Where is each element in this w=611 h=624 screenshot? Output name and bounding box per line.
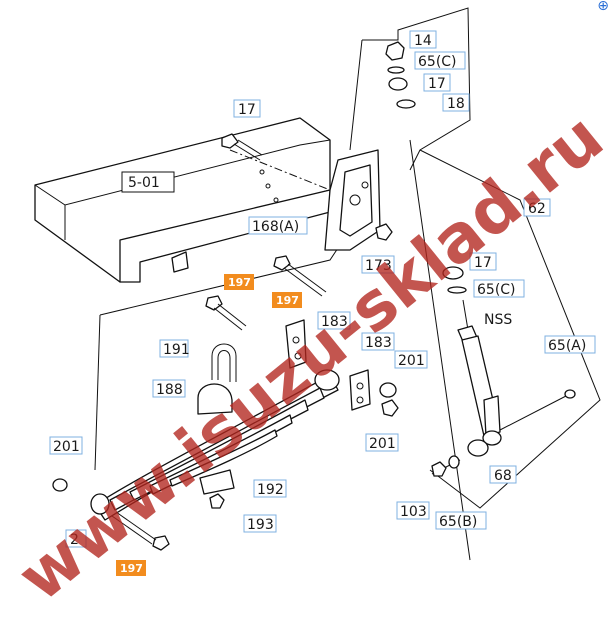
callout-192[interactable]: 192 (253, 479, 287, 498)
svg-text:62: 62 (528, 201, 546, 217)
shackle-bracket (324, 149, 381, 251)
svg-text:65(A): 65(A) (548, 338, 586, 354)
lower-fasteners (431, 455, 460, 477)
callout-201-left[interactable]: 201 (49, 436, 83, 455)
callout-5-01[interactable]: 5-01 (121, 171, 175, 193)
callout-201-lower[interactable]: 201 (365, 433, 399, 452)
hotspot-197-b[interactable]: 197 (272, 292, 302, 308)
svg-text:65(B): 65(B) (439, 514, 477, 530)
svg-text:192: 192 (257, 482, 284, 498)
bolt-top-left (221, 133, 263, 161)
shackle-plates (285, 319, 399, 417)
svg-text:201: 201 (369, 436, 396, 452)
hotspots: 197 197 197 (116, 274, 302, 576)
svg-text:65(C): 65(C) (477, 282, 516, 298)
callout-17-bolt[interactable]: 17 (233, 99, 261, 118)
washers (52, 478, 225, 509)
bolts-197 (111, 255, 327, 551)
callout-201-right[interactable]: 201 (394, 350, 428, 369)
u-bolt (197, 343, 237, 415)
callouts: 14 65(C) 17 18 17 5-01 168(A) 62 (49, 30, 596, 548)
nut-173 (375, 223, 393, 241)
callout-18[interactable]: 18 (442, 93, 470, 112)
leaf-spring (90, 369, 340, 521)
svg-text:14: 14 (414, 33, 432, 49)
callout-168a[interactable]: 168(A) (248, 216, 308, 235)
callout-191[interactable]: 191 (159, 339, 190, 358)
callout-17-mid[interactable]: 17 (469, 252, 497, 271)
callout-62[interactable]: 62 (523, 198, 551, 217)
callout-103[interactable]: 103 (396, 501, 430, 520)
svg-text:191: 191 (163, 342, 190, 358)
svg-text:17: 17 (474, 255, 492, 271)
svg-text:193: 193 (247, 517, 274, 533)
svg-text:173: 173 (365, 258, 392, 274)
svg-text:201: 201 (398, 353, 425, 369)
callout-nss[interactable]: NSS (484, 312, 512, 328)
callout-183-b[interactable]: 183 (361, 332, 395, 351)
svg-text:168(A): 168(A) (252, 219, 299, 235)
svg-text:2: 2 (70, 532, 79, 548)
svg-text:183: 183 (365, 335, 392, 351)
upper-mount-parts (385, 41, 416, 109)
svg-text:197: 197 (228, 276, 251, 289)
callout-65c-mid[interactable]: 65(C) (473, 279, 525, 298)
callout-193[interactable]: 193 (243, 514, 277, 533)
callout-173[interactable]: 173 (361, 255, 395, 274)
shock-absorber (442, 266, 576, 457)
svg-text:188: 188 (156, 382, 183, 398)
callout-183-a[interactable]: 183 (317, 311, 351, 330)
svg-text:201: 201 (53, 439, 80, 455)
svg-text:17: 17 (428, 76, 446, 92)
callout-14[interactable]: 14 (409, 30, 437, 49)
callout-65a[interactable]: 65(A) (544, 335, 596, 354)
callout-65b[interactable]: 65(B) (435, 511, 487, 530)
svg-text:197: 197 (276, 294, 299, 307)
svg-text:18: 18 (447, 96, 465, 112)
frame-rail (34, 117, 351, 283)
hotspot-197-c[interactable]: 197 (116, 560, 146, 576)
svg-text:NSS: NSS (484, 312, 512, 328)
callout-68[interactable]: 68 (489, 465, 517, 484)
zoom-in-icon[interactable]: ⊕ (597, 0, 609, 14)
svg-text:197: 197 (120, 562, 143, 575)
svg-text:17: 17 (238, 102, 256, 118)
svg-text:183: 183 (321, 314, 348, 330)
svg-text:103: 103 (400, 504, 427, 520)
svg-text:68: 68 (494, 468, 512, 484)
callout-188[interactable]: 188 (152, 379, 186, 398)
svg-text:5-01: 5-01 (128, 175, 160, 191)
svg-text:65(C): 65(C) (418, 54, 457, 70)
callout-65c-top[interactable]: 65(C) (414, 51, 466, 70)
hotspot-197-a[interactable]: 197 (224, 274, 254, 290)
callout-17-top[interactable]: 17 (423, 73, 451, 92)
diagram-frame-lines (94, 7, 601, 561)
callout-2[interactable]: 2 (65, 529, 87, 548)
